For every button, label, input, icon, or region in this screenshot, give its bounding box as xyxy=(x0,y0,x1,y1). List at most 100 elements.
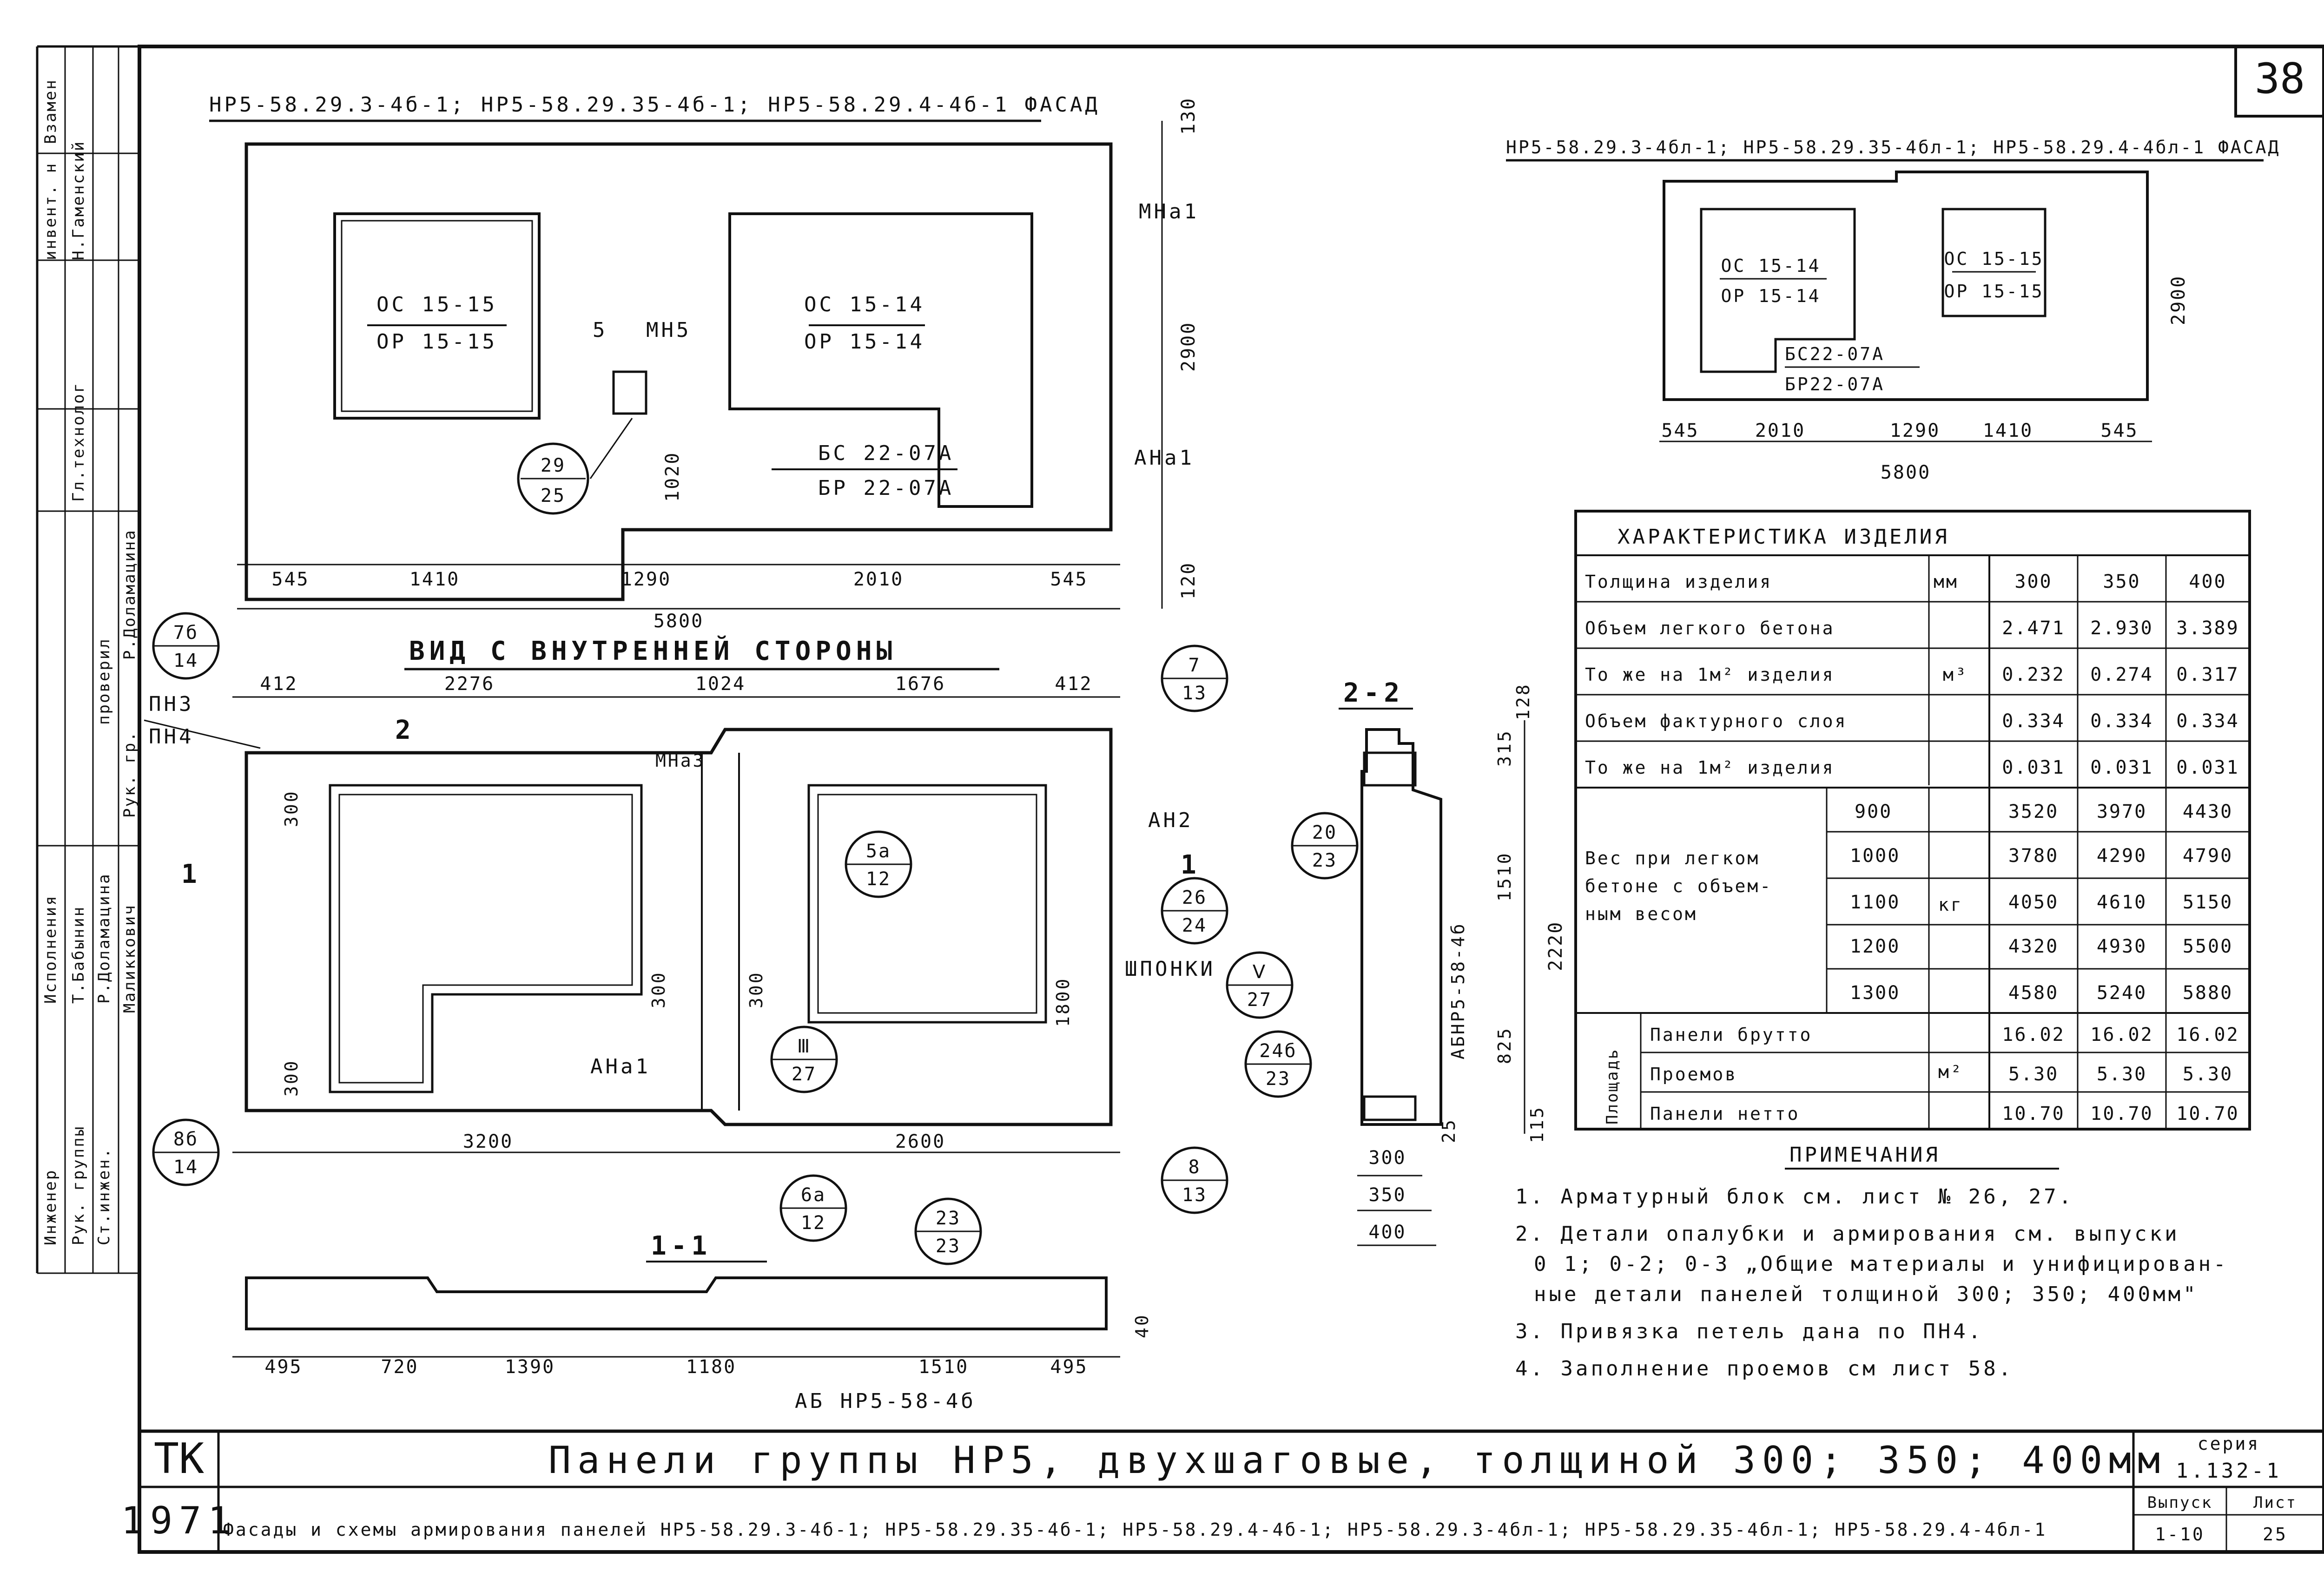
cell: 5240 xyxy=(2097,982,2147,1004)
strip-cell: Гл.технолог xyxy=(69,382,88,502)
sheet-number-box: 38 xyxy=(2234,45,2324,118)
ref-bot: 12 xyxy=(801,1212,826,1234)
area-row-label: Панели брутто xyxy=(1650,1025,1812,1045)
cell: 300 xyxy=(2014,571,2052,592)
dim: 1676 xyxy=(895,673,945,695)
section-mark-2: 2 xyxy=(395,715,416,745)
ref-top: 6а xyxy=(801,1184,826,1206)
dim-40: 40 xyxy=(1132,1313,1152,1338)
inside-view-title: ВИД С ВНУТРЕННЕЙ СТОРОНЫ xyxy=(409,636,897,666)
tk-mark: ТК xyxy=(154,1434,204,1483)
dim: 300 xyxy=(1368,1147,1406,1169)
dim: 412 xyxy=(1055,673,1092,695)
vypusk-label: Выпуск xyxy=(2147,1493,2213,1512)
ref-top: 5а xyxy=(866,841,891,862)
window-mark: ОС 15-14 xyxy=(1721,256,1821,276)
cell: 3520 xyxy=(2008,801,2059,822)
door-mark: БР 22-07А xyxy=(818,476,954,500)
dim: 2010 xyxy=(1755,420,1805,441)
window-mark: ОР 15-14 xyxy=(1721,286,1821,306)
label-mn5: МН5 xyxy=(646,318,691,342)
dim: 545 xyxy=(1050,569,1088,590)
ref-top: 8б xyxy=(173,1129,198,1150)
ref-top: 7 xyxy=(1188,655,1201,676)
dim: 300 xyxy=(648,971,669,1008)
dim: 3200 xyxy=(463,1131,513,1152)
block-label: АБНР5-58-4б xyxy=(1448,922,1468,1059)
label-ana1: АНа1 xyxy=(590,1055,651,1078)
area-unit: м² xyxy=(1938,1062,1963,1082)
dim: 545 xyxy=(2100,420,2138,441)
dim: 120 xyxy=(1178,562,1199,599)
door-mark: БС22-07А xyxy=(1785,344,1885,364)
dim: 545 xyxy=(1661,420,1699,441)
dim: 545 xyxy=(271,569,309,590)
strip-cell: проверил xyxy=(95,638,113,725)
cell: 10.70 xyxy=(2176,1103,2239,1124)
ref-bot: 14 xyxy=(173,1157,198,1178)
strip-cell: Исполнения xyxy=(41,894,60,1004)
cell: 4790 xyxy=(2183,845,2233,867)
cell: 0.317 xyxy=(2176,664,2239,685)
seria-label: серия xyxy=(2198,1433,2260,1454)
density: 1000 xyxy=(1850,845,1900,867)
strip-cell: Р.Доламацина xyxy=(95,873,113,1004)
section-mark-1b: 1 xyxy=(1181,850,1201,880)
cell: 350 xyxy=(2103,571,2140,592)
weight-label: бетоне с объем- xyxy=(1585,876,1772,896)
dim-1020: 1020 xyxy=(662,452,683,502)
dim: 1290 xyxy=(621,569,671,590)
ref-bot: 14 xyxy=(173,650,198,671)
notes: ПРИМЕЧАНИЯ 1. Арматурный блок см. лист №… xyxy=(1515,1143,2226,1381)
cell: 4290 xyxy=(2097,845,2147,867)
cell: 5.30 xyxy=(2183,1064,2233,1085)
sheet-frame xyxy=(36,45,2324,1554)
row-label: Объем легкого бетона xyxy=(1585,618,1835,638)
strip-cell: Н.Гаменский xyxy=(69,140,88,260)
cell: 10.70 xyxy=(2090,1103,2153,1124)
strip-cell: Рук. группы xyxy=(69,1125,88,1245)
row-label: Объем фактурного слоя xyxy=(1585,711,1847,731)
ref-bot: 23 xyxy=(1266,1068,1291,1090)
year: 1971 xyxy=(121,1499,237,1542)
density: 1200 xyxy=(1850,936,1900,957)
notes-title: ПРИМЕЧАНИЯ xyxy=(1789,1143,1941,1167)
cell: 16.02 xyxy=(2090,1024,2153,1045)
cell: 0.031 xyxy=(2090,757,2153,778)
cell: 3.389 xyxy=(2176,618,2239,639)
facade-main-title: НР5-58.29.3-4б-1; НР5-58.29.35-4б-1; НР5… xyxy=(209,93,1100,117)
window-mark: ОС 15-14 xyxy=(804,293,925,316)
dim: 1390 xyxy=(505,1356,555,1378)
cell: 0.334 xyxy=(2090,710,2153,732)
cell: 5150 xyxy=(2183,892,2233,913)
cell: 3780 xyxy=(2008,845,2059,867)
window-mark: ОР 15-14 xyxy=(804,330,925,354)
strip-cell: Рук. гр. xyxy=(120,730,139,818)
inside-view: ВИД С ВНУТРЕННЕЙ СТОРОНЫ 412 2276 1024 1… xyxy=(144,636,1213,1153)
weight-label: Вес при легком xyxy=(1585,848,1760,868)
door-mark: БР22-07А xyxy=(1785,374,1885,394)
dim: 2900 xyxy=(1178,322,1199,372)
note-line: 4. Заполнение проемов см лист 58. xyxy=(1515,1357,2014,1381)
label-mna1: МНа1 xyxy=(1139,200,1199,224)
dim: 300 xyxy=(281,1059,302,1097)
ref-bot: 23 xyxy=(936,1236,961,1257)
window-mark: ОС 15-15 xyxy=(376,293,497,316)
list-label: Лист xyxy=(2253,1493,2297,1512)
cell: 3970 xyxy=(2097,801,2147,822)
dim: 1410 xyxy=(1983,420,2033,441)
ref-bot: 13 xyxy=(1182,683,1207,704)
note-line: 3. Привязка петель дана по ПН4. xyxy=(1515,1320,1983,1343)
dim: 495 xyxy=(264,1356,302,1378)
dim: 495 xyxy=(1050,1356,1088,1378)
dim: 412 xyxy=(260,673,297,695)
doc-subtitle: Фасады и схемы армирования панелей НР5-5… xyxy=(223,1519,2047,1540)
dim: 2276 xyxy=(444,673,495,695)
window-mark: ОС 15-15 xyxy=(1944,249,2044,269)
dim: 115 xyxy=(1527,1105,1547,1143)
label-5: 5 xyxy=(593,318,608,342)
cell: 2.471 xyxy=(2002,618,2065,639)
sheet-number: 38 xyxy=(2255,54,2305,103)
cell: 4930 xyxy=(2097,936,2147,957)
